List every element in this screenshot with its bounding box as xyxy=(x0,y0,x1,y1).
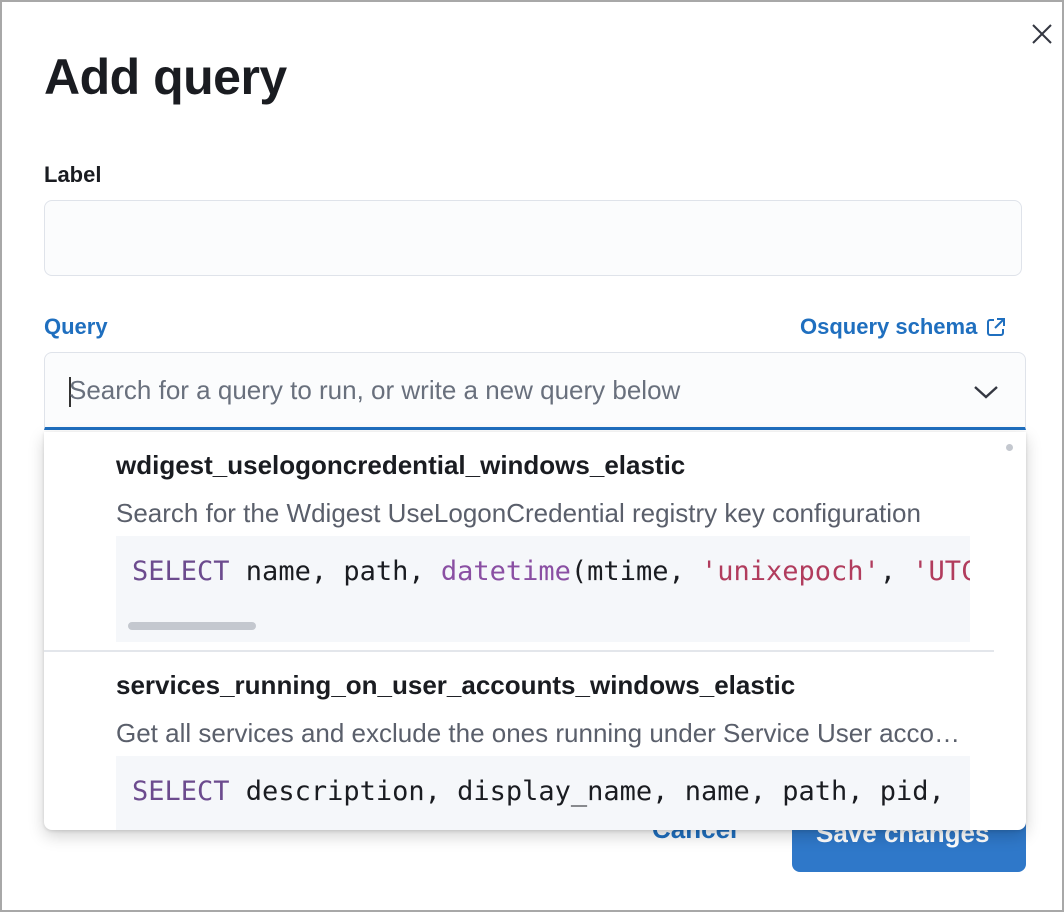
query-search-combobox[interactable]: Search for a query to run, or write a ne… xyxy=(44,352,1026,430)
query-option-description: Search for the Wdigest UseLogonCredentia… xyxy=(116,498,921,528)
label-input[interactable] xyxy=(44,200,1022,276)
text-caret xyxy=(69,377,71,407)
scrollbar-thumb[interactable] xyxy=(1006,444,1013,451)
query-option[interactable]: services_running_on_user_accounts_window… xyxy=(44,652,994,830)
close-button[interactable] xyxy=(1028,20,1056,48)
option-divider xyxy=(44,650,994,652)
query-search-placeholder: Search for a query to run, or write a ne… xyxy=(69,375,681,405)
query-option-code: SELECT name, path, datetime(mtime, 'unix… xyxy=(116,536,970,642)
query-option-code: SELECT description, display_name, name, … xyxy=(116,756,970,830)
osquery-schema-link[interactable]: Osquery schema xyxy=(800,314,1007,340)
modal-title: Add query xyxy=(44,49,287,105)
code-line: SELECT name, path, datetime(mtime, 'unix… xyxy=(132,556,970,587)
close-icon xyxy=(1032,24,1052,44)
query-option-name: wdigest_uselogoncredential_windows_elast… xyxy=(116,450,686,480)
chevron-down-icon[interactable] xyxy=(971,377,1001,407)
osquery-schema-link-text: Osquery schema xyxy=(800,314,978,339)
query-option-name: services_running_on_user_accounts_window… xyxy=(116,670,796,700)
query-field-label: Query xyxy=(44,314,108,339)
external-link-icon xyxy=(987,318,1006,336)
code-horizontal-scrollbar[interactable] xyxy=(128,622,256,630)
label-field-label: Label xyxy=(44,162,102,187)
code-line: SELECT description, display_name, name, … xyxy=(132,776,945,807)
query-option[interactable]: wdigest_uselogoncredential_windows_elast… xyxy=(44,432,994,650)
query-suggestions-dropdown: wdigest_uselogoncredential_windows_elast… xyxy=(44,432,1026,830)
query-option-description: Get all services and exclude the ones ru… xyxy=(116,718,960,748)
